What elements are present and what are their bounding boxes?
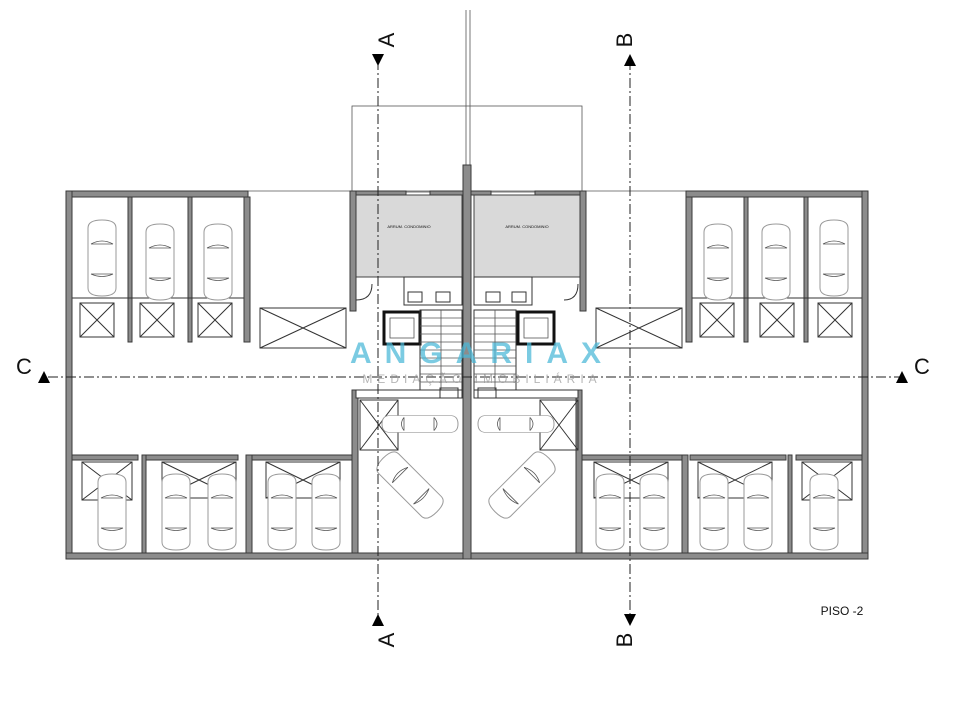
watermark-brand: ANGARIAX (350, 337, 614, 370)
parking-bottom-right (575, 389, 863, 554)
ramp-area (359, 399, 579, 523)
svg-text:ARRUM. CONDOMINIO: ARRUM. CONDOMINIO (387, 224, 430, 229)
storage-rooms: ARRUM. CONDOMINIO ARRUM. CONDOMINIO (355, 194, 581, 278)
section-label-a-top: A (374, 32, 399, 47)
parking-top-right (595, 196, 862, 349)
section-lines (38, 54, 908, 626)
parking-bottom-left (71, 389, 359, 554)
svg-text:ARRUM. CONDOMINIO: ARRUM. CONDOMINIO (505, 224, 548, 229)
section-label-b-bottom: B (612, 633, 637, 648)
section-label-c-right: C (914, 354, 930, 379)
section-label-b-top: B (612, 33, 637, 48)
watermark: ANGARIAX MEDIAÇÃO IMOBILIÁRIA (350, 337, 614, 386)
section-label-a-bottom: A (374, 632, 399, 647)
exterior-walls (65, 164, 869, 560)
floor-label: PISO -2 (821, 604, 864, 618)
parking-top-left (72, 196, 347, 349)
central-core (355, 276, 579, 399)
watermark-tagline: MEDIAÇÃO IMOBILIÁRIA (362, 371, 601, 386)
section-label-c-left: C (16, 354, 32, 379)
